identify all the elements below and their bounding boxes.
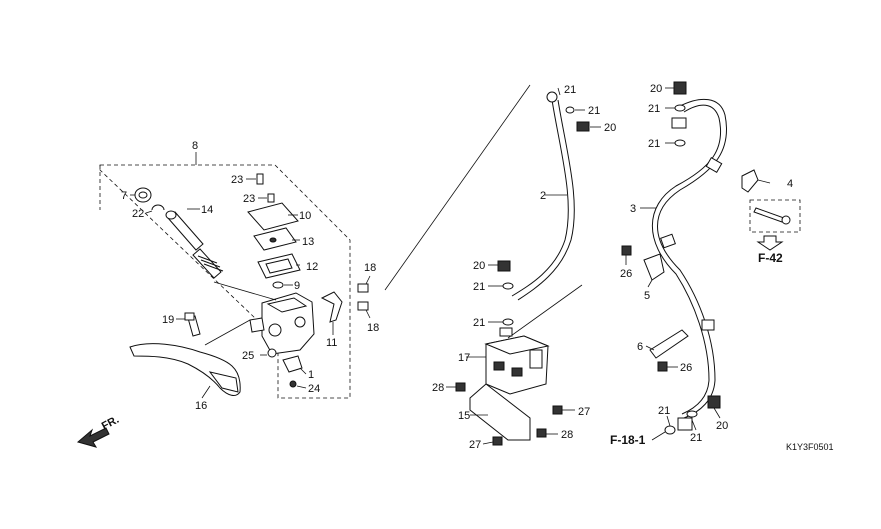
part-14-piston-set	[165, 208, 224, 279]
callout-23: 23	[243, 193, 255, 205]
callout-7: 7	[121, 190, 127, 202]
part-5-clip	[643, 253, 665, 288]
callout-10: 10	[299, 210, 311, 222]
callout-4: 4	[787, 178, 793, 190]
part-7-cup	[130, 187, 152, 203]
callout-8: 8	[192, 140, 198, 152]
part-2-brake-hose-upper	[384, 84, 601, 301]
callout-3: 3	[630, 203, 636, 215]
reference-f42: F-42	[758, 251, 783, 265]
callout-27: 27	[578, 406, 590, 418]
callout-5: 5	[644, 290, 650, 302]
callout-19: 19	[162, 314, 174, 326]
part-12-diaphragm	[257, 253, 301, 279]
part-24-screw	[289, 380, 307, 389]
callout-23: 23	[231, 174, 243, 186]
part-15-bracket	[469, 383, 531, 441]
callout-21: 21	[473, 317, 485, 329]
callout-13: 13	[302, 236, 314, 248]
callout-28: 28	[561, 429, 573, 441]
callout-21: 21	[690, 432, 702, 444]
part-10-reservoir-cap	[247, 202, 299, 231]
drawing-code: K1Y3F0501	[786, 442, 834, 452]
part-4-clamp	[741, 169, 771, 193]
hose3-lower-fittings	[651, 395, 721, 441]
callout-20: 20	[473, 260, 485, 272]
callout-labels: 8 23 23 7 14 22 10 13 12 9 18 18 11 19 2…	[100, 83, 834, 452]
callout-1: 1	[308, 369, 314, 381]
callout-27: 27	[469, 439, 481, 451]
part-9-float	[272, 281, 293, 289]
front-direction-arrow-icon	[76, 427, 110, 448]
callout-25: 25	[242, 350, 254, 362]
callout-21: 21	[648, 138, 660, 150]
part-16-brake-lever	[129, 319, 251, 399]
callout-11: 11	[326, 337, 337, 349]
front-direction-label: FR.	[100, 414, 121, 433]
callout-12: 12	[306, 261, 318, 273]
callout-17: 17	[458, 352, 470, 364]
callout-6: 6	[637, 341, 643, 353]
callout-9: 9	[294, 280, 300, 292]
callout-22: 22	[132, 208, 144, 220]
callout-18: 18	[364, 262, 376, 274]
callout-15: 15	[458, 410, 470, 422]
callout-16: 16	[195, 400, 207, 412]
callout-20: 20	[650, 83, 662, 95]
part-13-plate	[253, 227, 300, 251]
callout-21: 21	[588, 105, 600, 117]
stipple-shading	[420, 110, 530, 180]
callout-18: 18	[367, 322, 379, 334]
callout-28: 28	[432, 382, 444, 394]
hose3-upper-fittings	[665, 81, 687, 147]
callout-26: 26	[680, 362, 692, 374]
part-18-bolts	[357, 275, 371, 319]
part-23-screws	[246, 173, 275, 203]
part-11-holder	[320, 291, 343, 335]
callout-21: 21	[473, 281, 485, 293]
callout-24: 24	[308, 383, 320, 395]
callout-20: 20	[604, 122, 616, 134]
callout-20: 20	[716, 420, 728, 432]
part-master-cylinder-body	[213, 281, 315, 355]
abs-fittings	[488, 260, 514, 337]
callout-26: 26	[620, 268, 632, 280]
reference-f18-1: F-18-1	[610, 433, 646, 447]
part-17-abs-modulator	[466, 284, 583, 395]
part-25-nut	[260, 348, 277, 358]
callout-21: 21	[658, 405, 670, 417]
part-27-28-bolts	[446, 382, 575, 446]
part-1-switch	[282, 355, 307, 375]
callout-14: 14	[201, 204, 213, 216]
f42-bolt	[749, 199, 801, 251]
part-19-pivot-bolt	[176, 312, 201, 337]
part-26-bolts	[621, 245, 678, 372]
callout-2: 2	[540, 190, 546, 202]
callout-21: 21	[648, 103, 660, 115]
part-3-brake-hose-lower	[640, 98, 727, 419]
part-6-bracket	[645, 329, 689, 359]
callout-21: 21	[564, 84, 576, 96]
part-22-circlip	[145, 204, 165, 214]
master-cylinder-group-box	[99, 152, 351, 399]
